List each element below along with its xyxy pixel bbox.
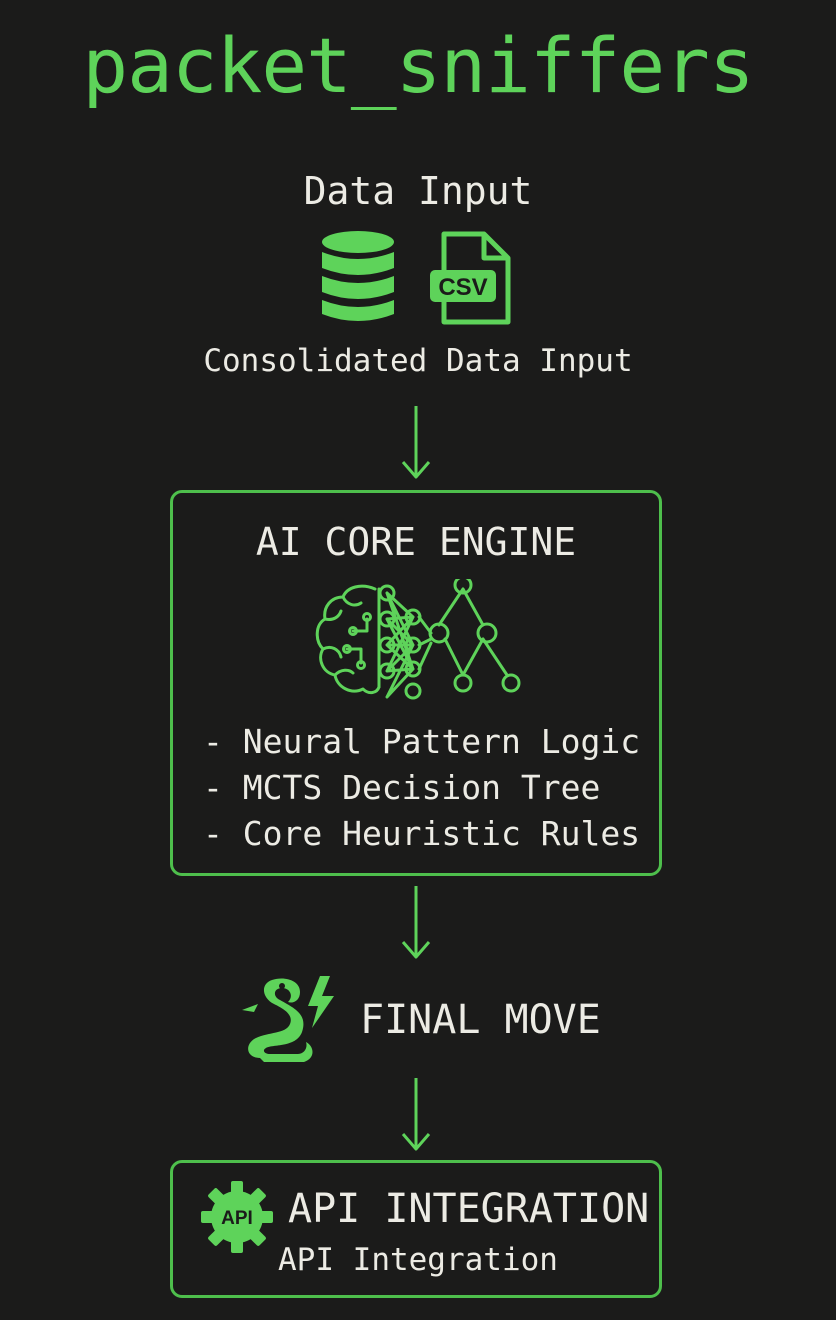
api-gear-icon: API (201, 1181, 273, 1253)
api-integration-box: API API INTEGRATION API Integration (170, 1160, 662, 1298)
csv-file-icon: CSV (430, 231, 511, 325)
brain-network-icon (315, 579, 521, 700)
data-input-heading: Data Input (303, 169, 533, 213)
api-integration-subtitle: API Integration (278, 1242, 558, 1278)
csv-badge-text: CSV (438, 274, 487, 301)
database-icon (322, 231, 394, 321)
page-title: packet_sniffers (82, 21, 754, 110)
core-engine-list: - Neural Pattern Logic - MCTS Decision T… (203, 719, 640, 857)
data-input-caption: Consolidated Data Input (203, 343, 633, 379)
arrow-down-icon (401, 406, 431, 479)
arrow-down-icon (401, 1078, 431, 1151)
final-move-label: FINAL MOVE (360, 997, 601, 1043)
arrow-down-icon (401, 886, 431, 959)
list-item: - Neural Pattern Logic (203, 722, 641, 761)
list-item: - MCTS Decision Tree (203, 768, 601, 807)
snake-lightning-icon (242, 976, 334, 1062)
ai-core-engine-box: AI CORE ENGINE (170, 490, 662, 876)
ai-core-engine-title: AI CORE ENGINE (255, 520, 577, 564)
api-integration-title: API INTEGRATION (288, 1186, 650, 1232)
api-badge-text: API (221, 1208, 253, 1229)
list-item: - Core Heuristic Rules (203, 814, 641, 853)
